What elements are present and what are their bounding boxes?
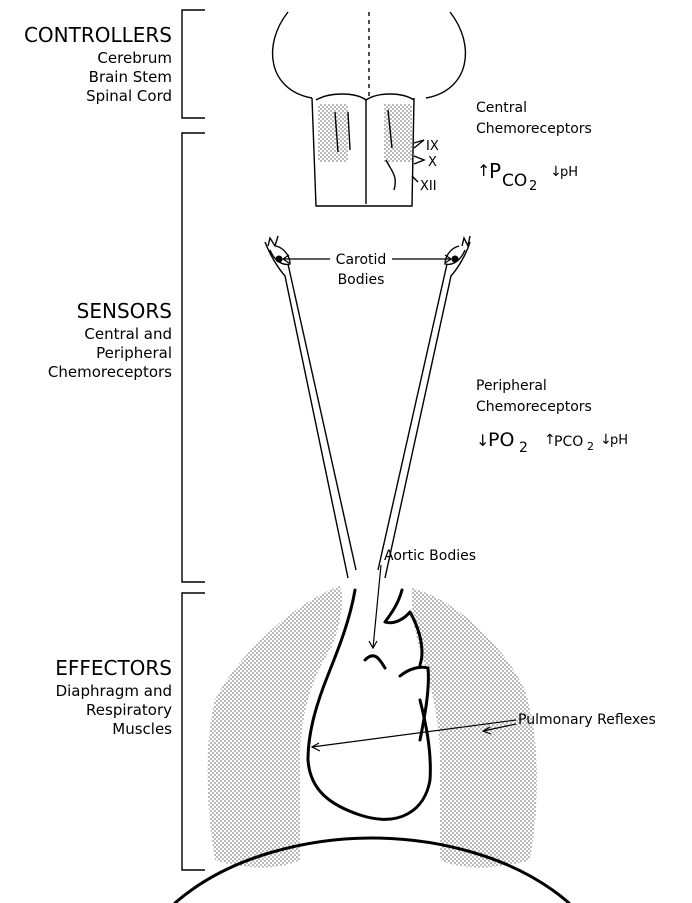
nerve-ix-label: IX bbox=[426, 139, 439, 154]
carotid-label-2: Bodies bbox=[338, 272, 385, 288]
nerve-xii-label: XII bbox=[420, 179, 437, 194]
lung-left bbox=[208, 586, 342, 868]
aortic-arrow bbox=[373, 565, 381, 648]
peripheral-label-1: Peripheral bbox=[476, 378, 547, 394]
carotid-label-1: Carotid bbox=[336, 252, 387, 268]
sensors-line-3: Chemoreceptors bbox=[48, 363, 172, 381]
sensors-heading: SENSORS bbox=[77, 299, 172, 323]
effectors-line-1: Diaphragm and bbox=[56, 682, 172, 700]
effectors-bracket bbox=[182, 593, 205, 870]
controllers-line-2: Brain Stem bbox=[89, 68, 172, 86]
effectors-line-2: Respiratory bbox=[86, 701, 172, 719]
central-label-2: Chemoreceptors bbox=[476, 121, 592, 137]
effectors-line-3: Muscles bbox=[112, 720, 172, 738]
controllers-line-3: Spinal Cord bbox=[86, 87, 172, 105]
peripheral-po2-2: 2 bbox=[519, 440, 528, 456]
central-pco2-co: CO bbox=[502, 171, 527, 191]
controllers-heading: CONTROLLERS bbox=[24, 23, 172, 47]
peripheral-ph: pH bbox=[610, 433, 628, 448]
central-pco2-p: P bbox=[489, 159, 501, 183]
effectors-heading: EFFECTORS bbox=[55, 656, 172, 680]
aortic-label: Aortic Bodies bbox=[384, 548, 476, 564]
brainstem-stipple-left bbox=[318, 104, 348, 162]
sensors-bracket bbox=[182, 133, 205, 582]
peripheral-po2: PO bbox=[488, 429, 514, 451]
sensors-line-2: Peripheral bbox=[96, 344, 172, 362]
sensors-line-1: Central and bbox=[84, 325, 172, 343]
peripheral-pco2: PCO bbox=[554, 434, 583, 450]
carotid-body-right bbox=[452, 256, 459, 263]
central-pco2-2: 2 bbox=[529, 179, 537, 194]
central-label-1: Central bbox=[476, 100, 527, 116]
brain-illustration bbox=[273, 12, 466, 206]
controllers-line-1: Cerebrum bbox=[97, 49, 172, 67]
peripheral-label-2: Chemoreceptors bbox=[476, 399, 592, 415]
central-ph: pH bbox=[560, 165, 578, 180]
peripheral-pco2-2: 2 bbox=[587, 440, 594, 453]
controllers-bracket bbox=[182, 10, 205, 118]
nerve-x-label: X bbox=[428, 155, 437, 170]
carotid-body-left bbox=[276, 256, 283, 263]
pulmonary-label: Pulmonary Reflexes bbox=[518, 712, 656, 728]
